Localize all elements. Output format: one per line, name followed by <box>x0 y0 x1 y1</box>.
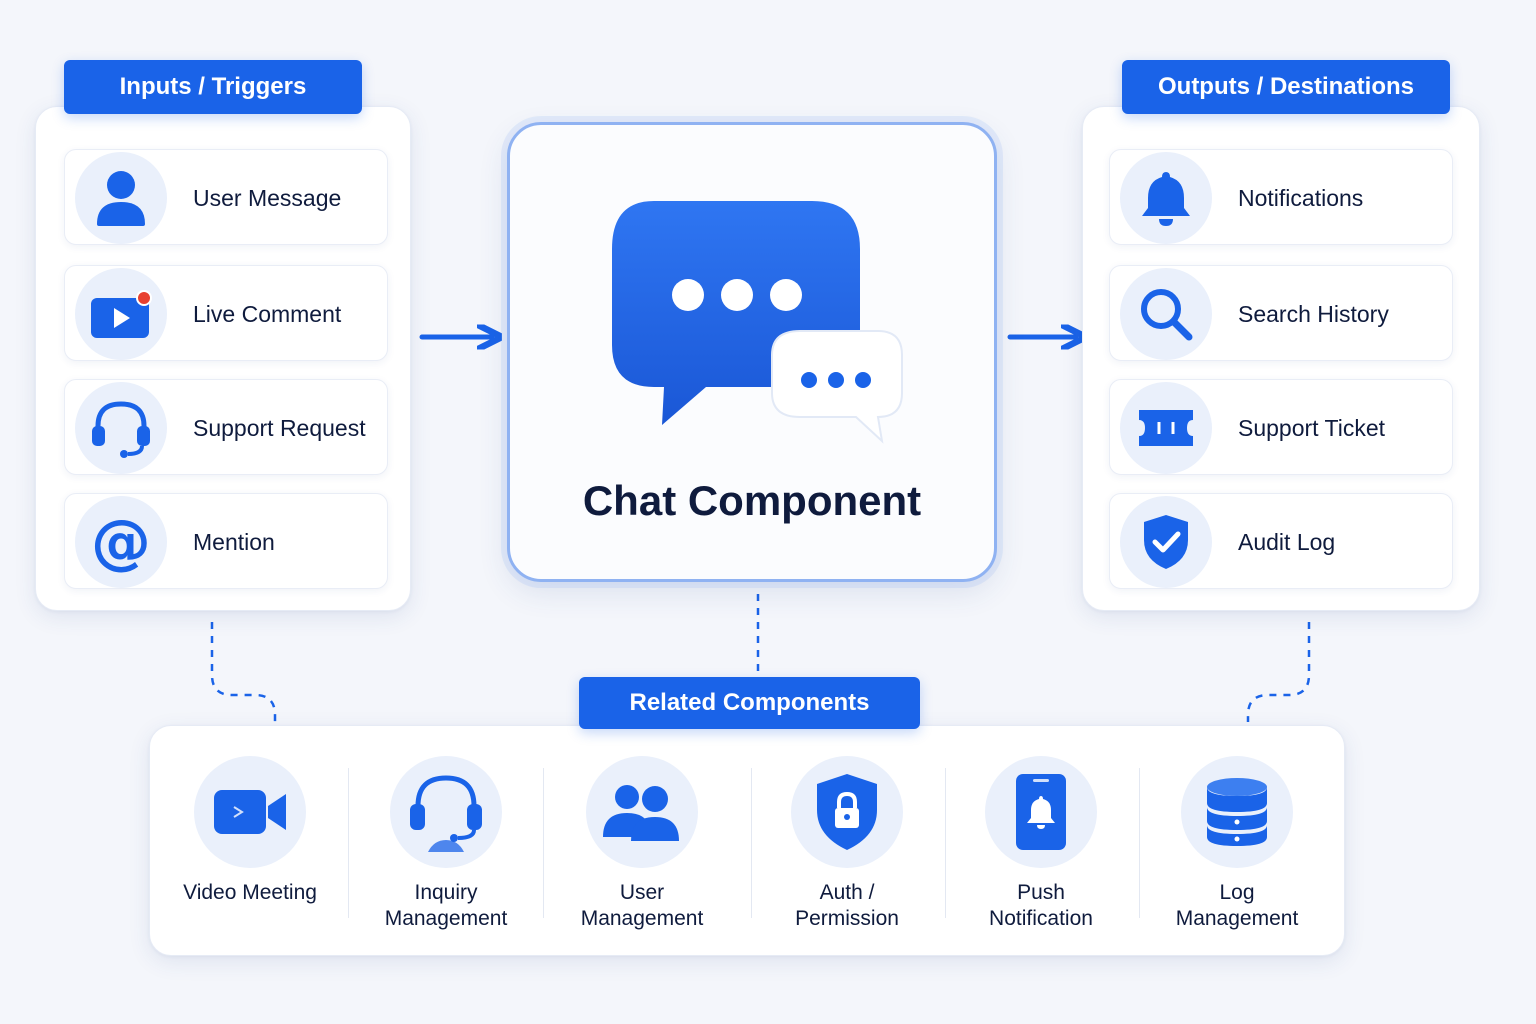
input-item-live-comment[interactable]: Live Comment <box>64 265 388 361</box>
magnifier-icon <box>1120 268 1212 360</box>
bell-icon <box>1120 152 1212 244</box>
divider <box>543 768 544 918</box>
input-item-label: User Message <box>193 185 342 211</box>
inputs-panel: User Message Live Comment Support Reques… <box>35 106 411 611</box>
dashed-connector-left <box>210 622 277 722</box>
output-item-support-ticket[interactable]: Support Ticket <box>1109 379 1453 475</box>
divider <box>945 768 946 918</box>
input-item-label: Support Request <box>193 415 366 441</box>
chat-bubbles-icon <box>612 201 903 444</box>
related-item-label: Push Notification <box>989 881 1093 930</box>
output-item-label: Support Ticket <box>1238 415 1386 441</box>
database-icon <box>1181 756 1293 868</box>
related-panel: Video Meeting Inquiry Management U <box>149 725 1345 956</box>
input-item-label: Live Comment <box>193 301 342 327</box>
output-item-notifications[interactable]: Notifications <box>1109 149 1453 245</box>
divider <box>1139 768 1140 918</box>
shield-lock-icon <box>791 756 903 868</box>
ticket-icon <box>1120 382 1212 474</box>
output-item-audit-log[interactable]: Audit Log <box>1109 493 1453 589</box>
related-item-log-management[interactable]: Log Management <box>1142 756 1332 932</box>
video-play-icon <box>75 268 167 360</box>
related-item-video-meeting[interactable]: Video Meeting <box>155 756 345 906</box>
input-item-label: Mention <box>193 529 275 555</box>
related-item-label: Auth / Permission <box>795 881 899 930</box>
phone-bell-icon <box>985 756 1097 868</box>
at-sign-icon: @ <box>75 496 167 588</box>
related-title: Related Components <box>579 677 920 729</box>
chat-component-card[interactable]: Chat Component <box>507 122 997 582</box>
video-camera-icon <box>194 756 306 868</box>
output-item-search-history[interactable]: Search History <box>1109 265 1453 361</box>
divider <box>751 768 752 918</box>
input-item-mention[interactable]: @ Mention <box>64 493 388 589</box>
output-item-label: Audit Log <box>1238 529 1336 555</box>
related-item-user-management[interactable]: User Management <box>547 756 737 932</box>
related-item-label: Inquiry Management <box>384 881 508 930</box>
input-item-support-request[interactable]: Support Request <box>64 379 388 475</box>
related-item-inquiry-management[interactable]: Inquiry Management <box>351 756 541 932</box>
user-icon <box>75 152 167 244</box>
output-item-label: Search History <box>1238 301 1389 327</box>
related-item-push-notification[interactable]: Push Notification <box>946 756 1136 932</box>
users-icon <box>586 756 698 868</box>
headset-icon <box>390 756 502 868</box>
divider <box>348 768 349 918</box>
output-item-label: Notifications <box>1238 185 1364 211</box>
headset-icon <box>75 382 167 474</box>
chat-component-title: Chat Component <box>582 477 922 524</box>
related-item-label: Video Meeting <box>183 881 317 904</box>
shield-check-icon <box>1120 496 1212 588</box>
input-item-user-message[interactable]: User Message <box>64 149 388 245</box>
related-item-label: Log Management <box>1175 881 1299 930</box>
outputs-title: Outputs / Destinations <box>1122 60 1450 114</box>
related-item-label: User Management <box>580 881 704 930</box>
outputs-panel: Notifications Search History Support Tic… <box>1082 106 1480 611</box>
related-item-auth-permission[interactable]: Auth / Permission <box>752 756 942 932</box>
dashed-connector-right <box>1246 622 1311 722</box>
inputs-title: Inputs / Triggers <box>64 60 362 114</box>
